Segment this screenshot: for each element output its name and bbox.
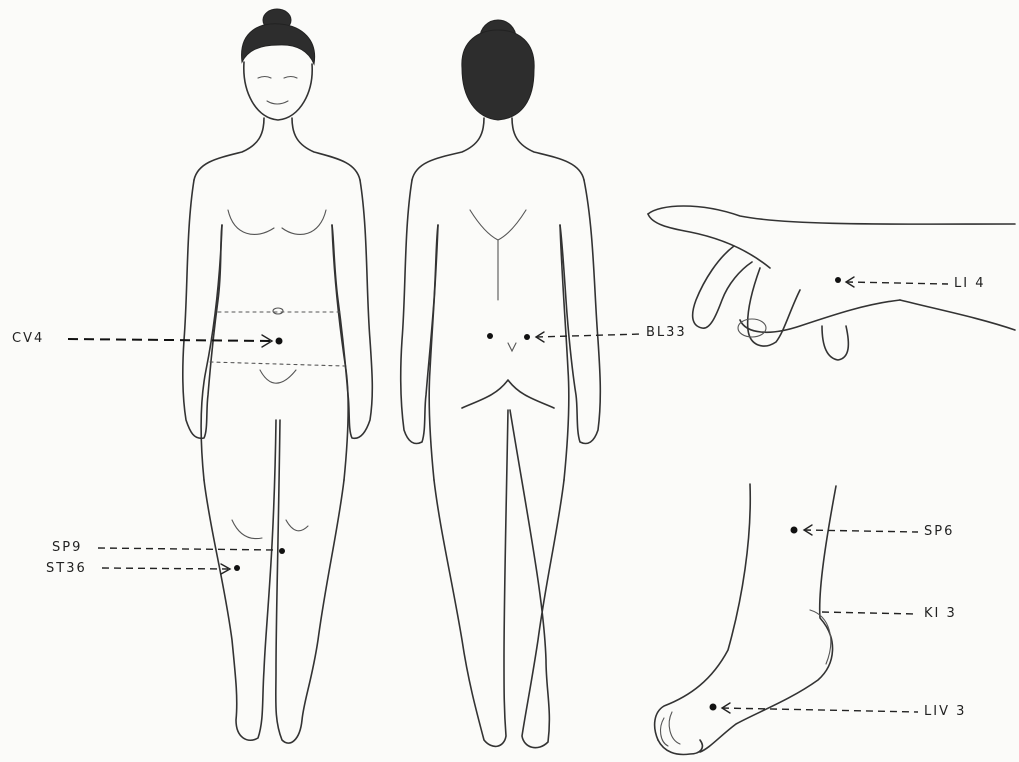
back-right-arm <box>560 180 600 444</box>
front-body-figure <box>183 9 373 743</box>
front-left-leg <box>204 420 276 740</box>
liv3-label: LIV 3 <box>924 704 966 719</box>
front-hip-line <box>210 362 344 366</box>
sp6-label: SP6 <box>924 524 954 539</box>
foot-back-edge <box>700 486 836 752</box>
cv4-point <box>276 338 283 345</box>
back-spine <box>470 210 526 300</box>
front-navel <box>273 308 283 314</box>
back-body-figure <box>401 20 601 748</box>
sp6-leader <box>804 530 918 532</box>
foot-small-toes <box>661 712 680 746</box>
cv4-label: CV4 <box>12 331 44 346</box>
ki3-leader <box>822 612 918 614</box>
front-right-leg <box>276 420 344 743</box>
front-groin <box>260 370 296 383</box>
sp6-point <box>791 527 798 534</box>
back-left-torso <box>429 225 438 480</box>
back-left-leg <box>434 410 508 746</box>
liv3-point <box>710 704 717 711</box>
front-chest <box>228 210 326 234</box>
li4-label: LI 4 <box>954 276 985 291</box>
back-left-arm <box>401 180 438 444</box>
back-sacrum-mark <box>508 343 516 351</box>
hand-thumb <box>740 300 900 332</box>
front-head <box>244 62 312 120</box>
bl33-point-left <box>487 333 493 339</box>
foot-big-toe <box>658 740 702 754</box>
back-right-leg <box>510 410 564 748</box>
st36-point <box>234 565 240 571</box>
hand-ring-finger <box>748 268 800 346</box>
hand-top-edge <box>648 206 1015 224</box>
foot-figure <box>655 484 836 754</box>
ki3-label: KI 3 <box>924 606 957 621</box>
st36-label: ST36 <box>46 561 87 576</box>
hand-pinky-finger <box>822 326 848 360</box>
back-right-torso <box>560 225 569 480</box>
back-buttocks <box>462 380 554 408</box>
liv3-leader <box>722 708 918 712</box>
li4-point <box>835 277 841 283</box>
bl33-label: BL33 <box>646 325 687 340</box>
foot-front-edge <box>655 484 751 740</box>
front-right-torso <box>332 225 348 480</box>
sp9-leader <box>98 548 276 550</box>
st36-leader <box>102 568 228 569</box>
hand-thumbnail <box>738 319 766 337</box>
front-mouth <box>267 101 288 104</box>
front-hair <box>242 24 315 64</box>
front-eyes <box>258 77 297 79</box>
front-knees <box>232 520 308 539</box>
back-right-shoulder <box>512 118 584 180</box>
bl33-leader <box>536 334 642 337</box>
back-hair <box>462 30 534 120</box>
sp9-label: SP9 <box>52 540 82 555</box>
cv4-leader <box>68 339 270 341</box>
hand-bottom-edge <box>900 300 1015 330</box>
back-left-shoulder <box>412 118 484 180</box>
sp9-point <box>279 548 285 554</box>
hand-middle-finger <box>693 246 752 328</box>
front-left-shoulder <box>194 118 264 180</box>
bl33-point-right <box>524 334 530 340</box>
front-right-shoulder <box>292 118 360 180</box>
li4-leader <box>846 282 948 284</box>
hand-index-finger <box>648 214 770 268</box>
